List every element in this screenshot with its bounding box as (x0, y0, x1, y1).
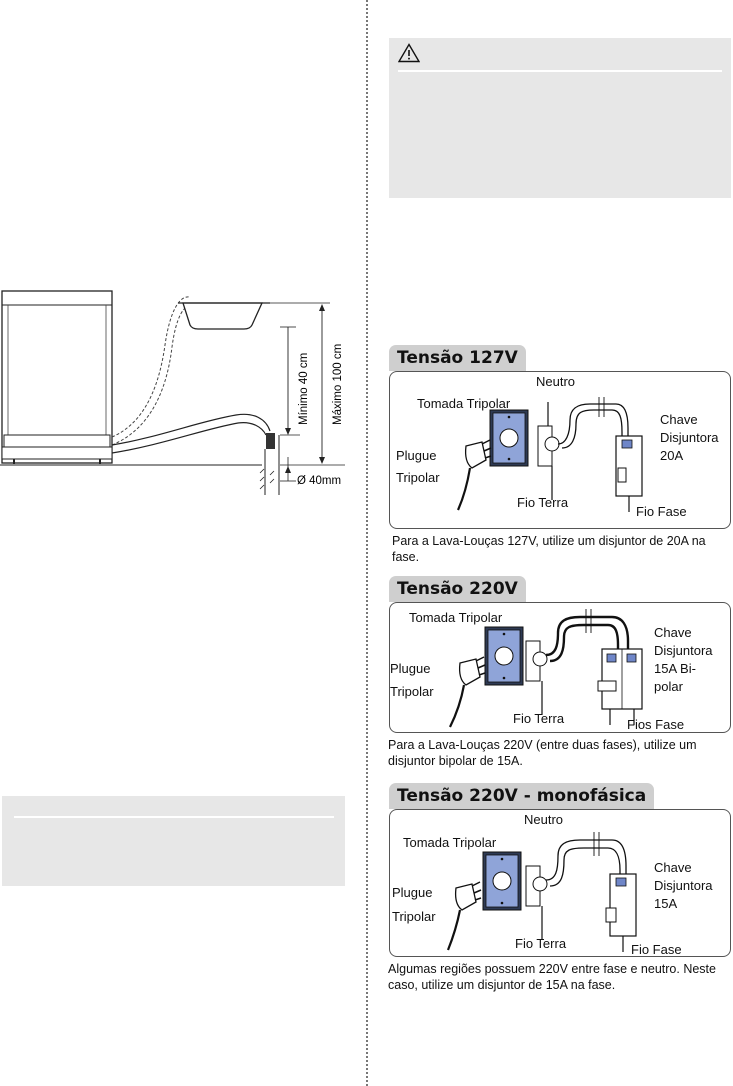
warning-divider (398, 70, 722, 72)
wiring-panel-127v: Neutro Tomada Tripolar Chave Disjuntora … (389, 371, 731, 529)
label-plugue: Plugue (390, 661, 431, 676)
label-tripolar: Tripolar (392, 909, 436, 924)
label-fio-terra: Fio Terra (515, 936, 567, 951)
label-neutro: Neutro (536, 374, 576, 389)
max-height-label: Máximo 100 cm (332, 344, 344, 425)
note-divider (14, 816, 334, 818)
caption-127v: Para a Lava-Louças 127V, utilize um disj… (392, 534, 706, 564)
section-title-220v: Tensão 220V (389, 576, 526, 602)
caption-220v-monofasica: Algumas regiões possuem 220V entre fase … (388, 962, 716, 992)
label-tomada: Tomada Tripolar (403, 835, 497, 850)
label-plugue: Plugue (392, 885, 433, 900)
label-chave: Chave (660, 412, 698, 427)
label-plugue: Plugue (396, 448, 437, 463)
column-divider (366, 0, 368, 1086)
wiring-panel-220v-monofasica: Neutro Tomada Tripolar Chave Disjuntora … (389, 809, 731, 957)
label-tripolar: Tripolar (396, 470, 440, 485)
wiring-panel-220v: Tomada Tripolar Chave Disjuntora 15A Bi-… (389, 602, 731, 733)
diameter-label: Ø 40mm (297, 475, 341, 487)
label-disjuntora: Disjuntora (660, 430, 719, 445)
label-fio-terra: Fio Terra (517, 495, 569, 510)
section-title-220v-monofasica: Tensão 220V - monofásica (389, 783, 655, 809)
label-fio-terra: Fio Terra (513, 711, 565, 726)
label-amperage: 15A Bi- (654, 661, 696, 676)
note-box (2, 796, 345, 886)
label-neutro: Neutro (524, 812, 564, 827)
warning-box (389, 38, 731, 198)
warning-triangle-icon (397, 43, 421, 63)
label-fios-fase: Fios Fase (627, 717, 685, 732)
section-title-127v: Tensão 127V (389, 345, 526, 371)
label-tripolar: Tripolar (390, 684, 434, 699)
label-chave: Chave (654, 625, 692, 640)
label-chave: Chave (654, 860, 692, 875)
min-height-label: Mínimo 40 cm (298, 353, 310, 425)
label-disjuntora: Disjuntora (654, 878, 713, 893)
label-fio-fase: Fio Fase (636, 504, 687, 519)
label-tomada: Tomada Tripolar (409, 610, 503, 625)
label-bipolar: polar (654, 679, 683, 694)
label-amperage: 20A (660, 448, 684, 463)
label-disjuntora: Disjuntora (654, 643, 713, 658)
label-tomada: Tomada Tripolar (417, 396, 511, 411)
drain-installation-diagram: Mínimo 40 cm Máximo 100 cm Ø 40mm (0, 285, 350, 500)
label-fio-fase: Fio Fase (631, 942, 682, 957)
caption-220v: Para a Lava-Louças 220V (entre duas fase… (388, 738, 697, 768)
label-amperage: 15A (654, 896, 678, 911)
